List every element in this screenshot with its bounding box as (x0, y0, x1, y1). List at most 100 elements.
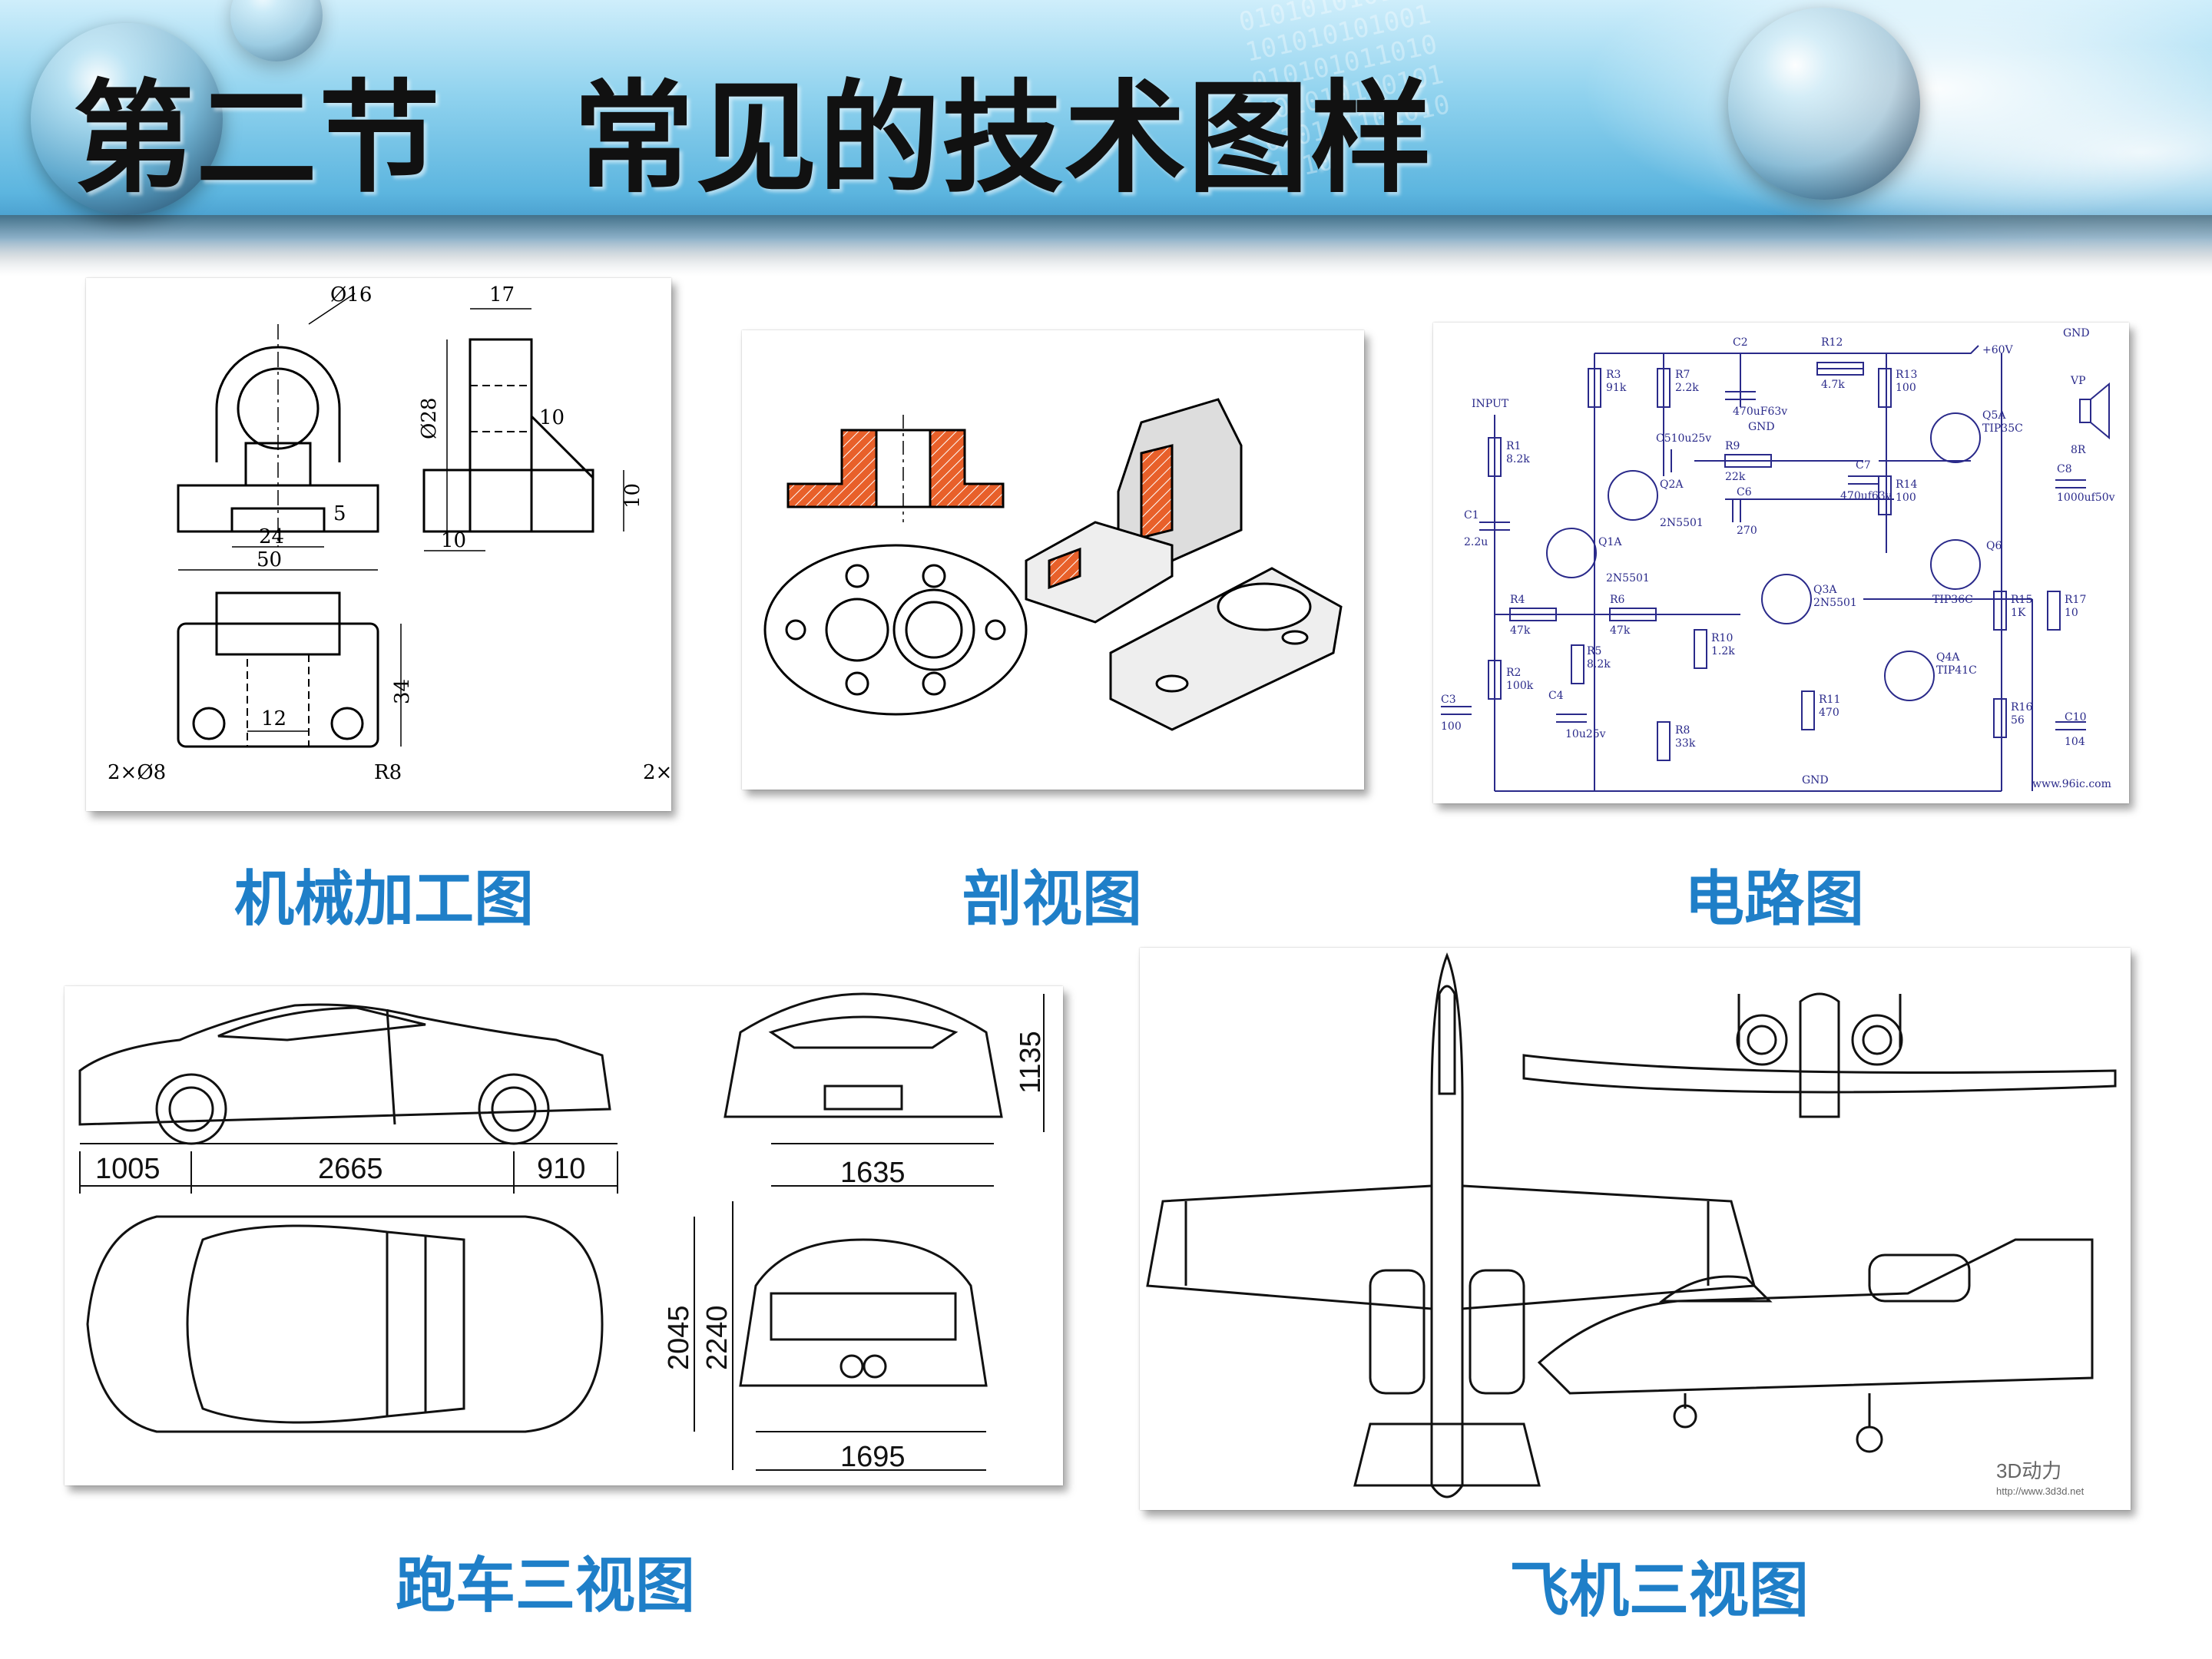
circuit-label: 100 (1896, 382, 1916, 394)
circuit-diagram-panel: GND +60V INPUT VP 8R R1 8.2k R2 100k R3 … (1433, 323, 2129, 803)
circuit-label: C1 (1464, 509, 1479, 522)
caption-circuit: 电路图 (1684, 865, 1864, 934)
circuit-label: C510u25v (1656, 432, 1711, 445)
caption-car: 跑车三视图 (395, 1551, 695, 1621)
circuit-label: TIP35C (1982, 422, 2023, 435)
circuit-label: 104 (2065, 736, 2085, 748)
dim-label: 10 (441, 529, 466, 552)
circuit-label: 22k (1725, 471, 1746, 483)
circuit-label: Q6 (1986, 540, 2002, 552)
dim-label: 34 (391, 679, 414, 704)
circuit-label: 8R (2071, 444, 2086, 456)
circuit-label: 33k (1675, 737, 1696, 750)
mechanical-drawing: Ø16 17 Ø28 10 10 5 24 50 10 12 34 2×Ø8 R… (108, 283, 671, 784)
section-drawing (763, 398, 1343, 731)
car-dim: 1695 (840, 1441, 906, 1473)
circuit-label: R12 (1821, 336, 1843, 349)
circuit-label: 2.2u (1464, 536, 1488, 548)
circuit-label: R6 (1610, 594, 1625, 606)
circuit-label: C4 (1548, 690, 1564, 702)
circuit-label: C6 (1737, 486, 1752, 498)
dim-label: 24 (259, 525, 284, 548)
circuit-label: 1K (2011, 607, 2026, 619)
circuit-label: VP (2070, 375, 2086, 387)
bubble-decoration (31, 23, 223, 215)
caption-plane: 飞机三视图 (1508, 1556, 1809, 1625)
dim-label: Ø28 (418, 398, 441, 439)
dim-label: 17 (489, 283, 515, 306)
circuit-label: 100k (1506, 680, 1534, 692)
circuit-label: R13 (1896, 369, 1917, 381)
circuit-label: 47k (1510, 624, 1531, 637)
caption-mechanical: 机械加工图 (233, 865, 534, 934)
circuit-label: C7 (1856, 459, 1871, 472)
circuit-label: R17 (2065, 594, 2086, 606)
mechanical-drawing-panel: Ø16 17 Ø28 10 10 5 24 50 10 12 34 2×Ø8 R… (86, 278, 671, 811)
circuit-label: C10 (2065, 711, 2087, 724)
car-dim: 2665 (318, 1153, 383, 1185)
car-dim: 1635 (840, 1157, 906, 1189)
circuit-label: 8.2k (1587, 658, 1611, 671)
circuit-label: C3 (1441, 694, 1456, 706)
circuit-label: R9 (1725, 440, 1740, 452)
circuit-label: 2N5501 (1660, 517, 1704, 529)
circuit-label: 2N5501 (1606, 572, 1650, 584)
circuit-label: Q1A (1598, 536, 1622, 548)
plane-watermark: 3D动力 (1996, 1459, 2061, 1482)
circuit-label: Q4A (1936, 651, 1960, 664)
circuit-label: INPUT (1472, 398, 1509, 410)
header-banner: 0101010101101010101010010101010110101010… (0, 0, 2212, 276)
dim-label: 10 (621, 483, 644, 508)
dim-label: R8 (374, 761, 402, 784)
plane-drawing-panel: 3D动力 http://www.3d3d.net (1140, 948, 2131, 1510)
circuit-label: R2 (1506, 667, 1521, 679)
circuit-label: R15 (2011, 594, 2032, 606)
circuit-drawing: GND +60V INPUT VP 8R R1 8.2k R2 100k R3 … (1441, 327, 2115, 792)
circuit-label: 4.7k (1821, 379, 1845, 391)
circuit-label: GND (2063, 327, 2090, 339)
circuit-label: 270 (1737, 525, 1757, 537)
circuit-label: 100 (1441, 720, 1462, 733)
bubble-decoration (1728, 8, 1920, 200)
circuit-label: 56 (2011, 714, 2025, 727)
dim-label: 12 (261, 707, 286, 730)
circuit-site-label: www.96ic.com (2032, 778, 2111, 790)
circuit-label: R5 (1587, 645, 1601, 657)
dim-label: 5 (333, 502, 346, 525)
dim-label: Ø16 (330, 283, 372, 306)
circuit-label: R14 (1896, 478, 1917, 491)
circuit-label: 8.2k (1506, 453, 1530, 465)
page-title: 第二节 常见的技术图样 (73, 68, 1434, 210)
dim-label: 50 (257, 548, 282, 571)
car-dim: 1135 (1015, 1031, 1047, 1094)
circuit-label: 2N5501 (1813, 597, 1857, 609)
circuit-label: 2.2k (1675, 382, 1699, 394)
circuit-label: Q2A (1660, 478, 1684, 491)
car-dim: 2240 (701, 1305, 733, 1370)
dim-label: 2× (643, 761, 671, 784)
circuit-label: 10u25v (1565, 728, 1606, 740)
circuit-label: 47k (1610, 624, 1631, 637)
dim-label: 2×Ø8 (108, 761, 166, 784)
circuit-label: GND (1802, 774, 1829, 786)
circuit-label: Q3A (1813, 584, 1837, 596)
circuit-label: 470uF63v (1733, 406, 1787, 418)
circuit-label: 470 (1819, 707, 1839, 719)
dim-label: 10 (539, 406, 565, 429)
car-dim: 2045 (663, 1305, 695, 1370)
circuit-label: R10 (1711, 632, 1733, 644)
circuit-label: 1000uf50v (2057, 492, 2115, 504)
circuit-label: 100 (1896, 492, 1916, 504)
circuit-label: R3 (1606, 369, 1621, 381)
circuit-label: R8 (1675, 724, 1690, 737)
circuit-label: TIP36C (1932, 594, 1973, 606)
section-view-panel (742, 330, 1364, 790)
circuit-label: 1.2k (1711, 645, 1735, 657)
caption-section: 剖视图 (962, 865, 1142, 934)
car-drawing: 1005 2665 910 1135 1635 2045 2240 1695 (78, 992, 1047, 1473)
circuit-label: R1 (1506, 440, 1521, 452)
circuit-label: C8 (2057, 463, 2072, 475)
circuit-label: +60V (1982, 344, 2014, 356)
car-dim: 1005 (95, 1153, 161, 1185)
circuit-label: Q5A (1982, 409, 2006, 422)
